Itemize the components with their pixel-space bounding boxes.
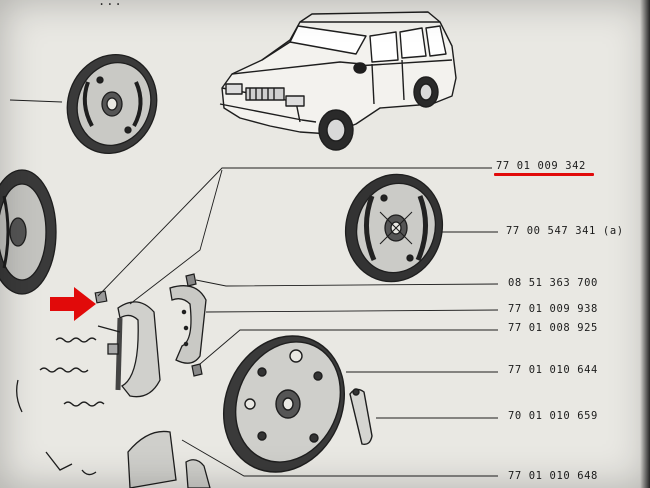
large-backing-plate — [222, 335, 346, 473]
part-number: 77 00 547 341 (a) — [506, 225, 624, 237]
leader-lines — [97, 167, 499, 477]
adjuster-lever — [349, 388, 373, 446]
part-number-highlighted: 77 01 009 342 — [496, 160, 586, 172]
brake-assembly-drum — [344, 173, 444, 283]
page-header-partial: ... — [98, 0, 123, 8]
brake-shoe-lining — [169, 285, 207, 364]
rivet-part — [185, 273, 203, 377]
highlight-underline — [494, 173, 594, 176]
bottom-shoe-parts — [127, 430, 211, 488]
leader-line — [9, 99, 63, 103]
part-number: 08 51 363 700 — [508, 277, 598, 289]
left-partial-drum — [0, 169, 57, 295]
clip-part — [94, 290, 108, 304]
page-edge-shadow — [640, 0, 650, 488]
part-number: 77 01 010 644 — [508, 364, 598, 376]
part-number: 70 01 010 659 — [508, 410, 598, 422]
part-number: 77 01 009 938 — [508, 303, 598, 315]
part-number: 77 01 008 925 — [508, 322, 598, 334]
brake-shoe — [115, 301, 161, 398]
part-number: 77 01 010 648 — [508, 470, 598, 482]
red-arrow-icon — [50, 287, 96, 321]
springs-and-hardware — [16, 325, 121, 476]
car-illustration — [219, 11, 457, 151]
top-left-brake-plate — [66, 54, 158, 154]
